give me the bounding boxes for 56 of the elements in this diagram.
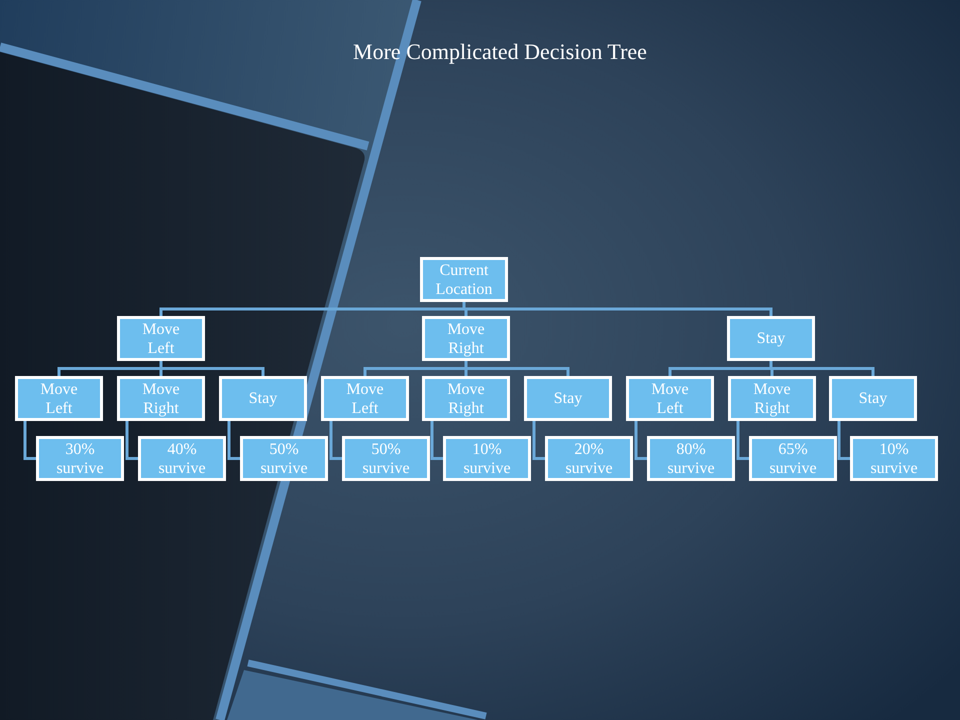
box-label: Stay bbox=[858, 389, 888, 408]
connector-line bbox=[228, 421, 240, 460]
outcome-box bbox=[443, 436, 531, 481]
box-label: Move Right bbox=[752, 380, 792, 418]
outcome-box bbox=[850, 436, 938, 481]
box-label: Move Left bbox=[141, 320, 181, 358]
box-label: Move Left bbox=[345, 380, 385, 418]
decision-box bbox=[524, 376, 612, 421]
root-box bbox=[420, 257, 508, 302]
decision-box bbox=[321, 376, 409, 421]
decision-box bbox=[728, 376, 816, 421]
outcome-box bbox=[240, 436, 328, 481]
box-label: Move Right bbox=[446, 320, 486, 358]
box-label: Move Right bbox=[141, 380, 181, 418]
outcome-box bbox=[545, 436, 633, 481]
decision-box bbox=[626, 376, 714, 421]
box-label: 40% survive bbox=[157, 440, 207, 478]
connector-line bbox=[838, 421, 850, 460]
box-label: Stay bbox=[552, 389, 584, 408]
connector-line bbox=[464, 361, 570, 376]
box-label: 50% survive bbox=[361, 440, 411, 478]
outcome-box bbox=[749, 436, 837, 481]
box-label: Move Right bbox=[446, 380, 486, 418]
decision-box bbox=[117, 376, 205, 421]
box-label: 50% survive bbox=[259, 440, 309, 478]
diagram-title: More Complicated Decision Tree bbox=[352, 38, 648, 66]
decision-box bbox=[829, 376, 917, 421]
box-label: 80% survive bbox=[666, 440, 716, 478]
decision-box bbox=[219, 376, 307, 421]
box-label: Current Location bbox=[434, 260, 494, 298]
connector-line bbox=[736, 421, 749, 460]
box-label: Stay bbox=[756, 329, 786, 348]
box-label: 30% survive bbox=[55, 440, 105, 478]
box-label: Stay bbox=[248, 389, 278, 408]
decision-box bbox=[117, 316, 205, 361]
box-label: 65% survive bbox=[768, 440, 818, 478]
decision-box bbox=[15, 376, 103, 421]
outcome-box bbox=[138, 436, 226, 481]
outcome-box bbox=[647, 436, 735, 481]
connector-line bbox=[330, 421, 342, 460]
connector-line bbox=[430, 421, 443, 460]
outcome-box bbox=[342, 436, 430, 481]
connector-line bbox=[160, 361, 264, 376]
connector-line bbox=[126, 421, 138, 460]
box-label: 20% survive bbox=[564, 440, 614, 478]
box-label: 10% survive bbox=[462, 440, 512, 478]
connector-line bbox=[634, 421, 647, 460]
box-label: Move Left bbox=[39, 380, 79, 418]
decision-box bbox=[727, 316, 815, 361]
box-label: Move Left bbox=[650, 380, 690, 418]
outcome-box bbox=[36, 436, 124, 481]
connector-line bbox=[24, 421, 36, 460]
decision-box bbox=[422, 376, 510, 421]
decision-box bbox=[422, 316, 510, 361]
connector-line bbox=[532, 421, 545, 460]
box-label: 10% survive bbox=[869, 440, 919, 478]
